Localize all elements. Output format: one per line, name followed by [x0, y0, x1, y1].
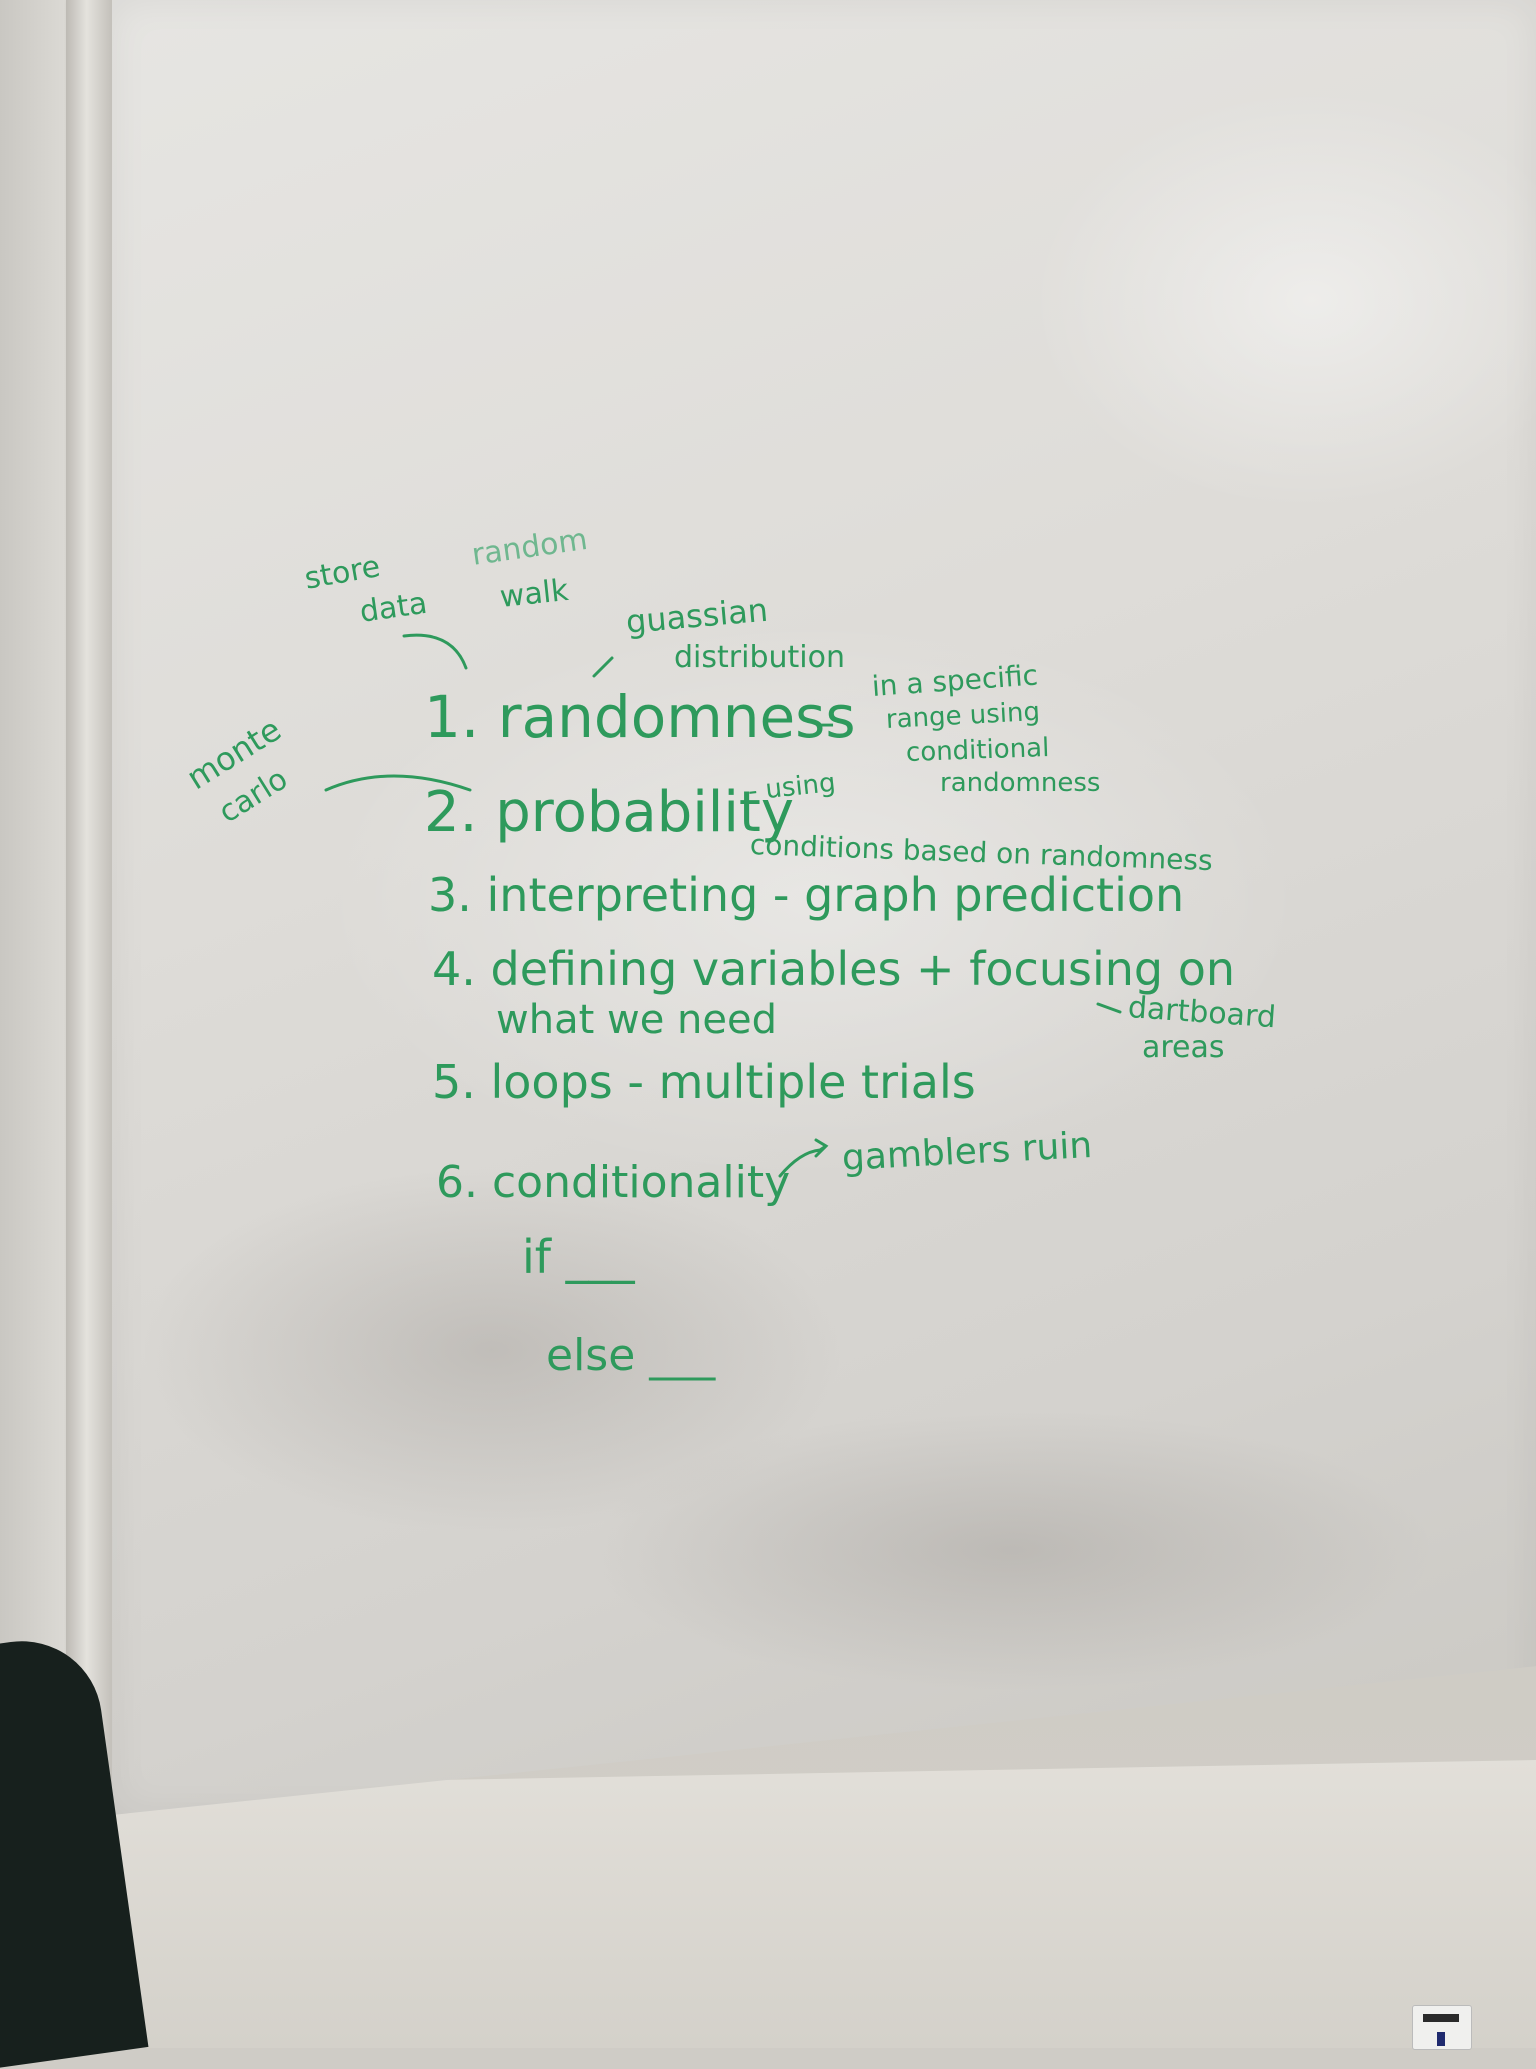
item-1-randomness: 1. randomness — [424, 683, 856, 751]
item-4-defining: 4. defining variables + focusing on — [432, 942, 1236, 996]
item-6-else: else ___ — [546, 1330, 716, 1381]
arrow-store-data — [402, 633, 468, 670]
tick-dartboard — [1096, 1002, 1122, 1014]
item-4-line2: what we need — [496, 997, 777, 1043]
tick-random-walk — [592, 656, 614, 678]
item-6-conditionality: 6. conditionality — [436, 1157, 791, 1208]
curve-monte-carlo — [324, 774, 472, 792]
outlet-slot — [1437, 2032, 1445, 2046]
wall-below-board — [112, 1760, 1536, 2048]
board-frame — [66, 0, 112, 1830]
item-1-dash: – — [815, 700, 835, 746]
whiteboard — [112, 0, 1536, 1815]
note-distribution: distribution — [674, 640, 845, 675]
item-2-probability: 2. probability — [424, 780, 795, 845]
item-5-loops: 5. loops - multiple trials — [432, 1055, 976, 1109]
wall-outlet — [1412, 2005, 1472, 2050]
item-6-if: if ___ — [522, 1230, 635, 1284]
item-3-interpreting: 3. interpreting - graph prediction — [428, 868, 1185, 922]
outlet-label — [1423, 2014, 1459, 2022]
arrow-gamblers-ruin — [778, 1138, 829, 1178]
item-1-note-line4: randomness — [940, 768, 1101, 798]
adjacent-panel — [0, 0, 68, 1830]
item-4-note-areas: areas — [1142, 1030, 1225, 1065]
